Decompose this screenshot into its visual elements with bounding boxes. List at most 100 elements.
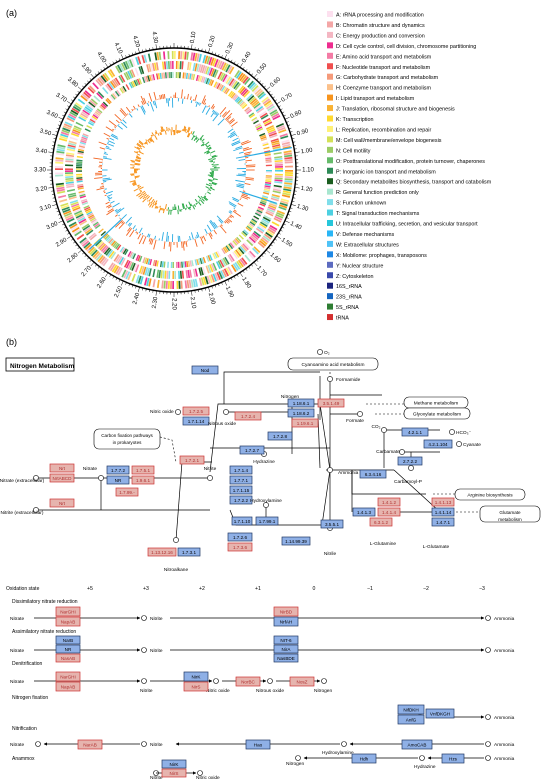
scale-tick [118,279,121,282]
legend-label: Q: Secondary metabolites biosynthesis, t… [336,180,492,186]
gene-segment [156,52,160,61]
gene-segment [77,152,84,155]
enzyme-box [377,507,401,517]
gc-content-bar [229,203,236,208]
gene-segment [135,79,139,86]
gc-skew-bar [204,193,207,195]
gene-segment [65,158,74,161]
gc-content-bar [213,221,218,228]
scale-tick [268,90,271,93]
gene-segment [156,269,160,278]
gene-segment [216,250,221,257]
gene-segment [95,239,102,247]
gene-segment [99,243,106,251]
oxidation-state: +5 [87,586,93,592]
gene-segment [69,199,78,204]
gc-skew-bar [210,186,213,189]
enzyme-label: 1.13.12.16 [151,550,173,555]
enzyme-1-7-5-1: 1.7.5.1 [131,465,155,475]
enzyme-1-7-1-10: 1.7.1.10 [231,516,253,526]
gene-segment [120,86,126,93]
gene-segment [283,150,292,154]
scale-tick [90,262,95,267]
gene-segment [184,280,188,289]
gc-spike [244,146,292,158]
enzyme-box [49,463,75,473]
enzyme-1-7-2-7: 1.7.2.7 [239,445,265,455]
enzyme-box [267,431,293,441]
gc-skew-bar [155,206,158,209]
gene-segment [170,72,172,79]
compound-node [223,409,229,415]
gene-segment [247,252,255,260]
scale-tick [294,187,300,189]
gene-segment [266,126,275,132]
scale-tick [105,272,109,277]
module-vnfdkgh: VnfDKGH [425,708,455,719]
pathway-glyoxylate: Glyoxylate metabolism [403,407,471,420]
gene-segment [165,61,169,70]
gene-segment [254,88,262,95]
gene-segment [85,104,94,111]
gene-segment [230,79,237,87]
genome-tick-label: 1.30 [296,204,310,213]
pathway-bubble [93,428,161,450]
gene-segment [74,210,82,215]
scale-tick [109,274,112,277]
gc-content-bar [241,194,251,199]
gene-segment [210,68,215,77]
gene-segment [179,61,182,70]
gene-segment [139,276,144,285]
compound-nitrate: Nitrate [83,466,97,472]
scale-tick [67,235,72,239]
scale-tick [112,276,115,279]
gene-segment [105,84,112,92]
enzyme-box [289,676,315,687]
gene-segment [69,223,78,229]
gene-segment [255,124,262,129]
gene-segment [77,217,86,223]
gene-segment [108,250,115,259]
gene-segment [55,182,64,186]
gene-segment [184,51,187,60]
gene-segment [263,188,270,192]
gene-segment [89,215,95,221]
gene-segment [224,246,229,253]
gc-skew-bar [152,200,156,205]
scale-tick [211,285,213,289]
enzyme-label: Nrt [59,466,66,471]
legend-swatch [327,178,333,185]
module-napab: NapAB [55,616,81,627]
gene-segment [258,224,266,231]
gene-segment [284,156,293,160]
gc-content-bar [125,216,132,224]
gene-segment [102,246,109,254]
gene-segment [150,63,154,72]
gene-segment [65,216,74,222]
gene-segment [61,129,70,134]
gene-segment [132,253,137,260]
scale-tick [270,244,273,247]
gc-skew-bar [195,135,197,137]
gene-segment [266,125,274,130]
gene-segment [260,114,269,120]
scale-tick [245,268,248,271]
gene-segment [245,226,252,232]
gc-skew-bar [212,178,218,181]
gene-segment [127,261,133,270]
gene-segment [81,223,90,230]
gene-segment [65,174,74,177]
gene-segment [172,72,174,79]
gene-segment [65,164,74,167]
gc-skew-bar [162,208,165,214]
gc-content-bar [226,218,231,223]
gene-segment [255,227,264,234]
gene-segment [123,259,129,268]
gc-skew-bar [211,181,218,185]
gene-segment [115,65,121,74]
scale-tick [77,249,82,254]
enzyme-1-7-2-1: 1.7.2.1 [179,455,205,465]
gene-segment [223,268,230,277]
gc-skew-bar [136,151,139,153]
scale-tick [227,279,230,282]
